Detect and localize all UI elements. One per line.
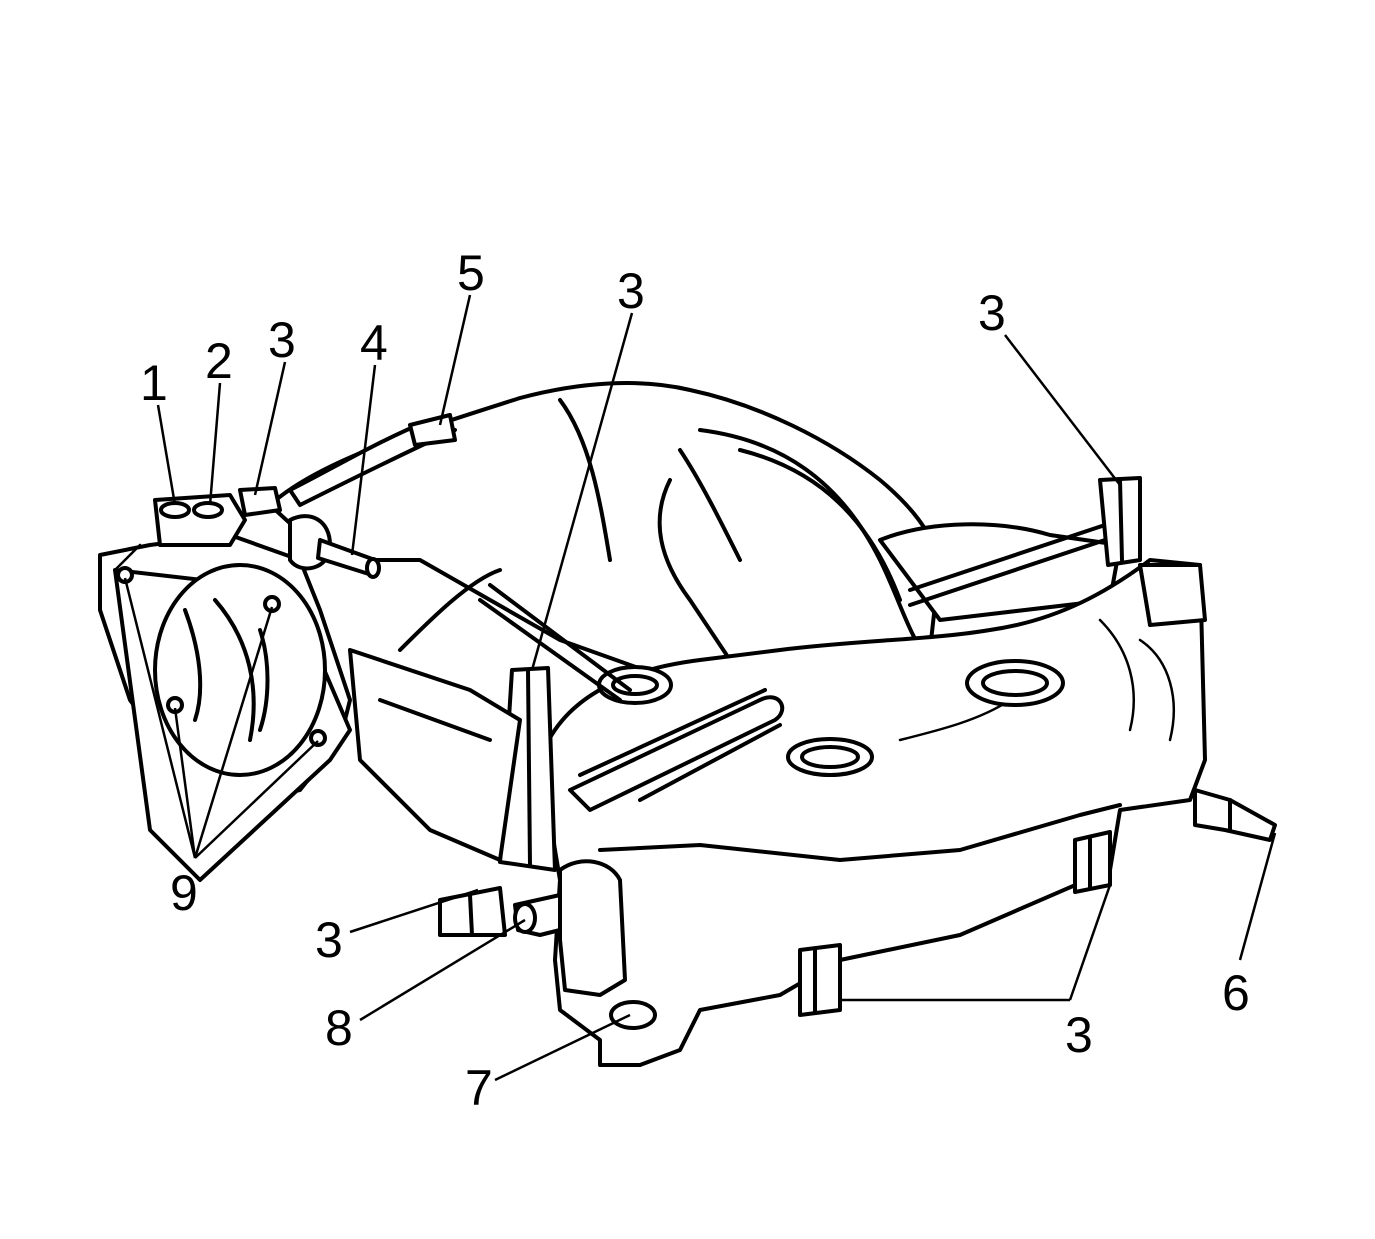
port-center — [786, 737, 874, 777]
right-fitting — [1193, 788, 1277, 842]
leader-9b — [173, 707, 197, 859]
leader-9d — [194, 740, 319, 859]
callout-7: 7 — [465, 1060, 493, 1116]
leader-3-center — [530, 312, 634, 671]
callout-2: 2 — [205, 333, 233, 389]
leader-8 — [359, 918, 526, 1022]
port-1 — [159, 501, 191, 519]
leader-3-front-left — [349, 888, 479, 934]
callout-3-front-right: 3 — [1065, 1007, 1093, 1063]
callout-8: 8 — [325, 1000, 353, 1056]
left-support-frame — [348, 568, 632, 862]
front-mount-boss — [609, 1000, 657, 1030]
leader-7 — [494, 1013, 631, 1082]
mount-hole — [609, 1000, 657, 1030]
bolt-hole — [309, 729, 327, 747]
leader-lines — [123, 294, 1277, 1082]
callout-3-front-left: 3 — [315, 912, 343, 968]
sensor-cluster — [153, 486, 381, 579]
rear-upright-bracket — [1098, 476, 1207, 627]
throttle-bore — [153, 563, 327, 777]
flange-bolts — [116, 566, 327, 747]
leader-3-rear — [1004, 334, 1121, 486]
vacuum-line — [288, 413, 457, 507]
callout-4: 4 — [360, 315, 388, 371]
front-left-bracket — [438, 886, 507, 937]
callout-3-throttle: 3 — [268, 312, 296, 368]
port-right — [965, 659, 1065, 707]
bracket-front — [798, 943, 842, 1017]
port-right-inner — [981, 669, 1049, 697]
leader-5 — [438, 294, 472, 426]
leader-3-throttle — [253, 361, 287, 496]
callout-3-center: 3 — [617, 263, 645, 319]
callout-9: 9 — [170, 865, 198, 921]
port-2 — [192, 501, 224, 519]
leader-9a — [123, 577, 197, 859]
leader-9c — [193, 606, 274, 859]
callout-5: 5 — [457, 245, 485, 301]
port-4 — [365, 557, 381, 579]
callout-1: 1 — [140, 355, 168, 411]
bracket-right — [1073, 830, 1112, 894]
callout-3-rear: 3 — [978, 285, 1006, 341]
leader-1 — [156, 404, 177, 506]
manifold-ports — [597, 659, 1065, 777]
rear-plenum — [878, 518, 1122, 622]
leader-3-front-right-b — [1068, 884, 1112, 1001]
fuel-rail-front — [568, 688, 785, 812]
leader-4 — [350, 364, 377, 556]
callouts: 1 2 3 4 5 3 3 9 3 8 7 3 6 — [140, 245, 1250, 1116]
port-upper-inner — [611, 674, 659, 696]
callout-6: 6 — [1222, 965, 1250, 1021]
leader-2 — [208, 382, 222, 506]
leader-6 — [1238, 832, 1277, 961]
throttle-body — [98, 533, 352, 882]
front-fitting — [513, 859, 627, 997]
port-center-inner — [800, 745, 860, 769]
fitting-end — [513, 902, 537, 934]
